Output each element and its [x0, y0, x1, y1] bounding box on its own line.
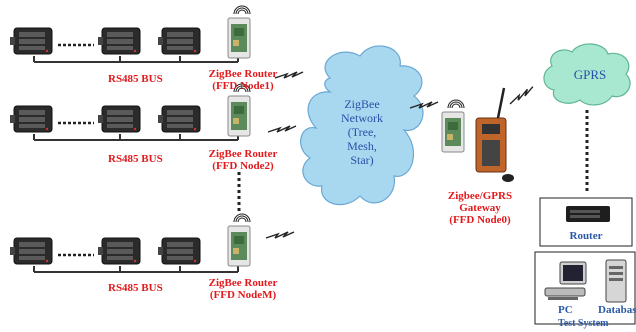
cloud-label-line2: Network	[341, 111, 383, 125]
zigbee-router-icon	[227, 95, 251, 137]
router-box-label: Router	[569, 230, 603, 242]
pc-label: PC	[558, 304, 573, 316]
meter-icon	[9, 27, 53, 55]
cloud-label-line4: Mesh,	[347, 139, 377, 153]
meter-icon	[97, 105, 141, 133]
bus-label: RS485 BUS	[108, 73, 163, 85]
gprs-label: GPRS	[573, 67, 607, 82]
cloud-label-line5: Star)	[350, 153, 374, 167]
gateway-label-line1: Zigbee/GPRS	[447, 190, 513, 202]
router-icon	[566, 206, 610, 222]
router-label-line2: (FFD NodeM)	[209, 289, 277, 301]
meter-icon	[157, 27, 201, 55]
wireless-signal-icon	[233, 5, 251, 15]
meter-icon	[9, 237, 53, 265]
meter-icon	[97, 27, 141, 55]
pc-icon	[544, 261, 587, 300]
wireless-link-icon	[265, 231, 295, 239]
test-system-label: Test System	[558, 318, 609, 329]
wireless-link-icon	[506, 86, 537, 105]
router-label-line2: (FFD Node2)	[212, 160, 274, 172]
router-label-line2: (FFD Node1)	[212, 80, 274, 92]
zigbee-router-icon	[227, 225, 251, 267]
gateway-device	[441, 87, 514, 182]
row-2-devices	[9, 83, 297, 141]
meter-icon	[157, 237, 201, 265]
wireless-link-icon	[267, 125, 297, 133]
router-label-line1: ZigBee Router	[208, 148, 278, 160]
zigbee-router-icon	[227, 17, 251, 59]
row-3-devices	[9, 213, 295, 273]
gprs-cloud-icon	[543, 43, 631, 106]
router-label-line1: ZigBee Router	[208, 68, 278, 80]
meter-icon	[97, 237, 141, 265]
row-1-devices	[9, 5, 304, 79]
zigbee-cloud-icon	[300, 45, 424, 206]
gateway-label-line2: Gateway	[459, 202, 501, 214]
cloud-label-line1: ZigBee	[344, 97, 380, 111]
database-icon	[605, 259, 627, 303]
meter-icon	[9, 105, 53, 133]
database-label: Databas	[598, 304, 636, 316]
bus-label: RS485 BUS	[108, 153, 163, 165]
gateway-label-line3: (FFD Node0)	[449, 214, 511, 226]
router-label-line1: ZigBee Router	[208, 277, 278, 289]
cloud-label-line3: (Tree,	[347, 125, 377, 139]
meter-icon	[157, 105, 201, 133]
wireless-signal-icon	[233, 213, 251, 223]
bus-label: RS485 BUS	[108, 282, 163, 294]
